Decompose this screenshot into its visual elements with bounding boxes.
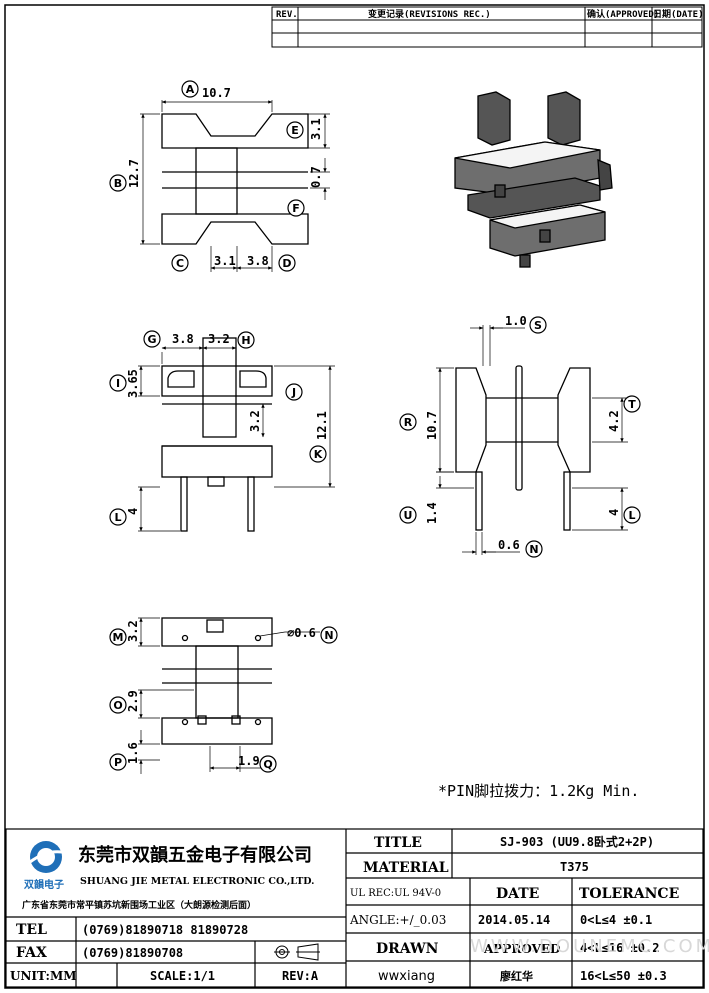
title-value: SJ-903 (UU9.8卧式2+2P) <box>500 834 654 849</box>
dim-e: 3.1 <box>309 118 323 140</box>
dim-u: 1.4 <box>425 502 439 524</box>
dim-l2: 4 <box>607 509 621 516</box>
drawn-label: DRAWN <box>376 941 439 957</box>
title-label: TITLE <box>374 835 422 851</box>
letter-c: C <box>176 257 184 270</box>
ul-rec: UL REC:UL 94V-0 <box>350 888 441 899</box>
letter-o: O <box>113 699 122 712</box>
letter-q: Q <box>263 758 272 771</box>
dim-d: 3.8 <box>247 254 269 268</box>
dim-a: 10.7 <box>202 86 231 100</box>
dim-t: 4.2 <box>607 410 621 432</box>
angle-tolerance: ANGLE:+/_0.03 <box>349 913 446 927</box>
company-name-en: SHUANG JIE METAL ELECTRONIC CO.,LTD. <box>80 876 315 887</box>
dim-k: 12.1 <box>315 411 329 440</box>
dim-p: 1.6 <box>126 742 140 764</box>
dim-b: 12.7 <box>127 159 141 188</box>
dim-h: 3.2 <box>208 332 230 346</box>
reference-letters <box>109 80 641 773</box>
tolerance-row-2: 4<L≤16 ±0.2 <box>580 941 659 955</box>
rev-header: REV. <box>276 10 298 20</box>
watermark: WWW.DOUNEMC.COM <box>470 936 709 957</box>
dim-n: 0.6 <box>498 538 520 552</box>
letter-u: U <box>404 509 413 522</box>
approved-value: 廖红华 <box>500 969 533 983</box>
dim-c: 3.1 <box>214 254 236 268</box>
letter-p: P <box>114 756 122 769</box>
tolerance-row-3: 16<L≤50 ±0.3 <box>580 969 667 983</box>
letter-a: A <box>186 83 195 96</box>
pin-pull-note: *PIN脚拉拨力：1.2Kg Min. <box>438 782 639 800</box>
drawn-value: wwxiang <box>378 969 435 984</box>
company-address: 广东省东莞市常平镇苏坑新围场工业区（大朗源检测后面） <box>22 899 256 911</box>
letter-b: B <box>114 177 122 190</box>
material-value: T375 <box>560 860 589 874</box>
tolerance-row-1: 0<L≤4 ±0.1 <box>580 913 652 927</box>
dim-i: 3.65 <box>126 369 140 398</box>
records-header: 变更记录(REVISIONS REC.) <box>368 8 491 20</box>
sheet-border <box>4 4 705 989</box>
letter-d: D <box>282 257 291 270</box>
date-label: DATE <box>496 886 539 902</box>
dim-q: 1.9 <box>238 754 260 768</box>
date-header: 日期(DATE) <box>653 8 704 20</box>
material-label: MATERIAL <box>363 860 449 876</box>
letter-k: K <box>314 448 323 461</box>
tel-label: TEL <box>16 922 47 938</box>
tolerance-label: TOLERANCE <box>579 886 679 902</box>
tel-value: (0769)81890718 81890728 <box>82 923 248 937</box>
dim-l: 4 <box>126 508 140 515</box>
letter-h: H <box>241 334 250 347</box>
bottom-view <box>161 617 273 745</box>
projection-symbol-icon <box>274 943 320 961</box>
date-value: 2014.05.14 <box>478 913 550 927</box>
letter-f: F <box>292 202 300 215</box>
letter-e: E <box>291 124 299 137</box>
letter-l-side: L <box>628 509 635 522</box>
rev-text: REV:A <box>282 969 319 983</box>
fax-value: (0769)81890708 <box>82 946 183 960</box>
letter-s: S <box>534 319 542 332</box>
top-view <box>161 113 309 245</box>
isometric-view <box>454 91 613 268</box>
letter-i: I <box>116 377 120 390</box>
dim-o: 2.9 <box>126 690 140 712</box>
company-name-cn: 东莞市双韻五金电子有限公司 <box>78 844 312 866</box>
letter-l: L <box>114 511 121 524</box>
side-view <box>455 365 591 531</box>
logo-text: 双韻电子 <box>24 878 64 891</box>
front-view <box>161 337 273 532</box>
scale-text: SCALE:1/1 <box>150 969 215 983</box>
approved-label: APPROVED <box>483 942 560 956</box>
title-block <box>5 828 704 988</box>
company-logo <box>29 841 63 873</box>
dim-j: 3.2 <box>248 410 262 432</box>
revision-table <box>271 6 703 48</box>
letter-r: R <box>404 416 413 429</box>
dim-r: 10.7 <box>425 411 439 440</box>
letter-g: G <box>147 333 156 346</box>
letter-j: J <box>291 386 296 399</box>
letter-n-bottom: N <box>324 629 333 642</box>
dim-g: 3.8 <box>172 332 194 346</box>
letter-n-side: N <box>529 543 538 556</box>
letter-t: T <box>628 398 636 411</box>
dim-f: 0.7 <box>309 166 323 188</box>
dim-n2: ⌀0.6 <box>287 626 316 640</box>
dim-s: 1.0 <box>505 314 527 328</box>
fax-label: FAX <box>16 945 47 961</box>
letter-m: M <box>113 631 124 644</box>
unit-text: UNIT:MM <box>10 969 77 983</box>
dim-m: 3.2 <box>126 620 140 642</box>
approved-header: 确认(APPROVED) <box>587 8 659 20</box>
